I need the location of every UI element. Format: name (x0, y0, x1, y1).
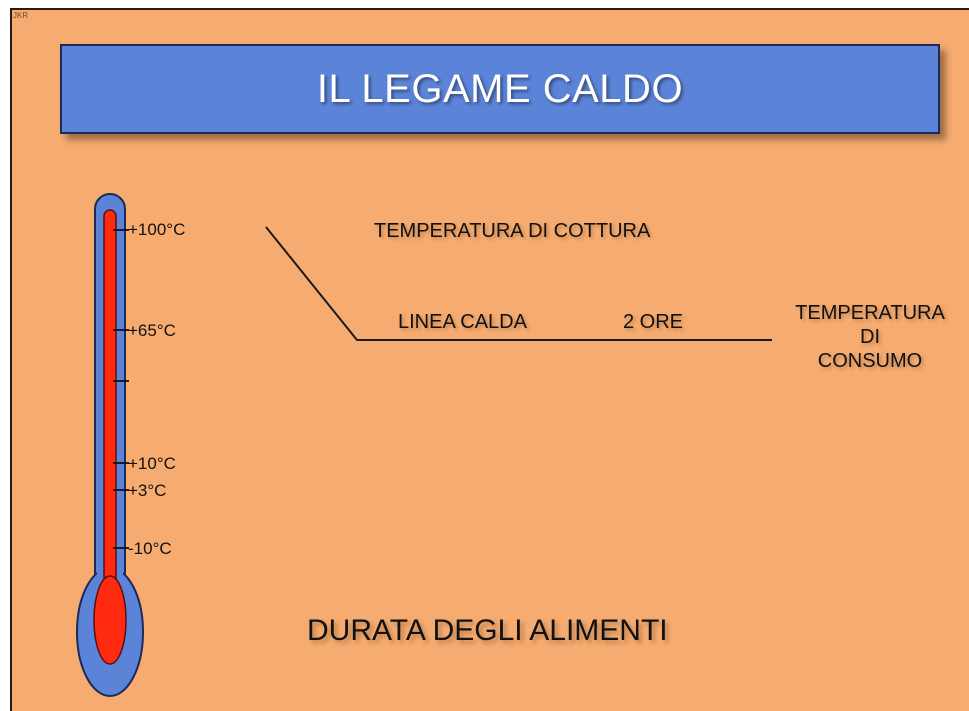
tick-label-3: +3°C (128, 481, 167, 500)
tick-label-65: +65°C (128, 321, 176, 340)
tick-label-10: +10°C (128, 454, 176, 473)
hot-line (265, 226, 772, 341)
hot-line-label: LINEA CALDA (398, 311, 527, 333)
cooking-temperature-label: TEMPERATURA DI COTTURA (374, 220, 651, 242)
consumption-temperature-label: TEMPERATURA DI CONSUMO (765, 301, 969, 373)
mercury-column (103, 209, 117, 611)
consumption-line-2: DI (860, 326, 880, 348)
slide-title: IL LEGAME CALDO (316, 66, 684, 111)
consumption-line-1: TEMPERATURA (795, 302, 945, 324)
tick-label-minus10: -10°C (128, 539, 172, 558)
footer-caption: DURATA DEGLI ALIMENTI (307, 614, 668, 647)
duration-label: 2 ORE (623, 311, 684, 333)
author-mark: JKR (13, 11, 29, 20)
consumption-line-3: CONSUMO (817, 350, 923, 372)
tick-label-100: +100°C (128, 220, 186, 239)
thermometer-icon (76, 193, 144, 697)
title-banner: IL LEGAME CALDO (60, 44, 940, 134)
mercury-bulb (93, 575, 127, 665)
